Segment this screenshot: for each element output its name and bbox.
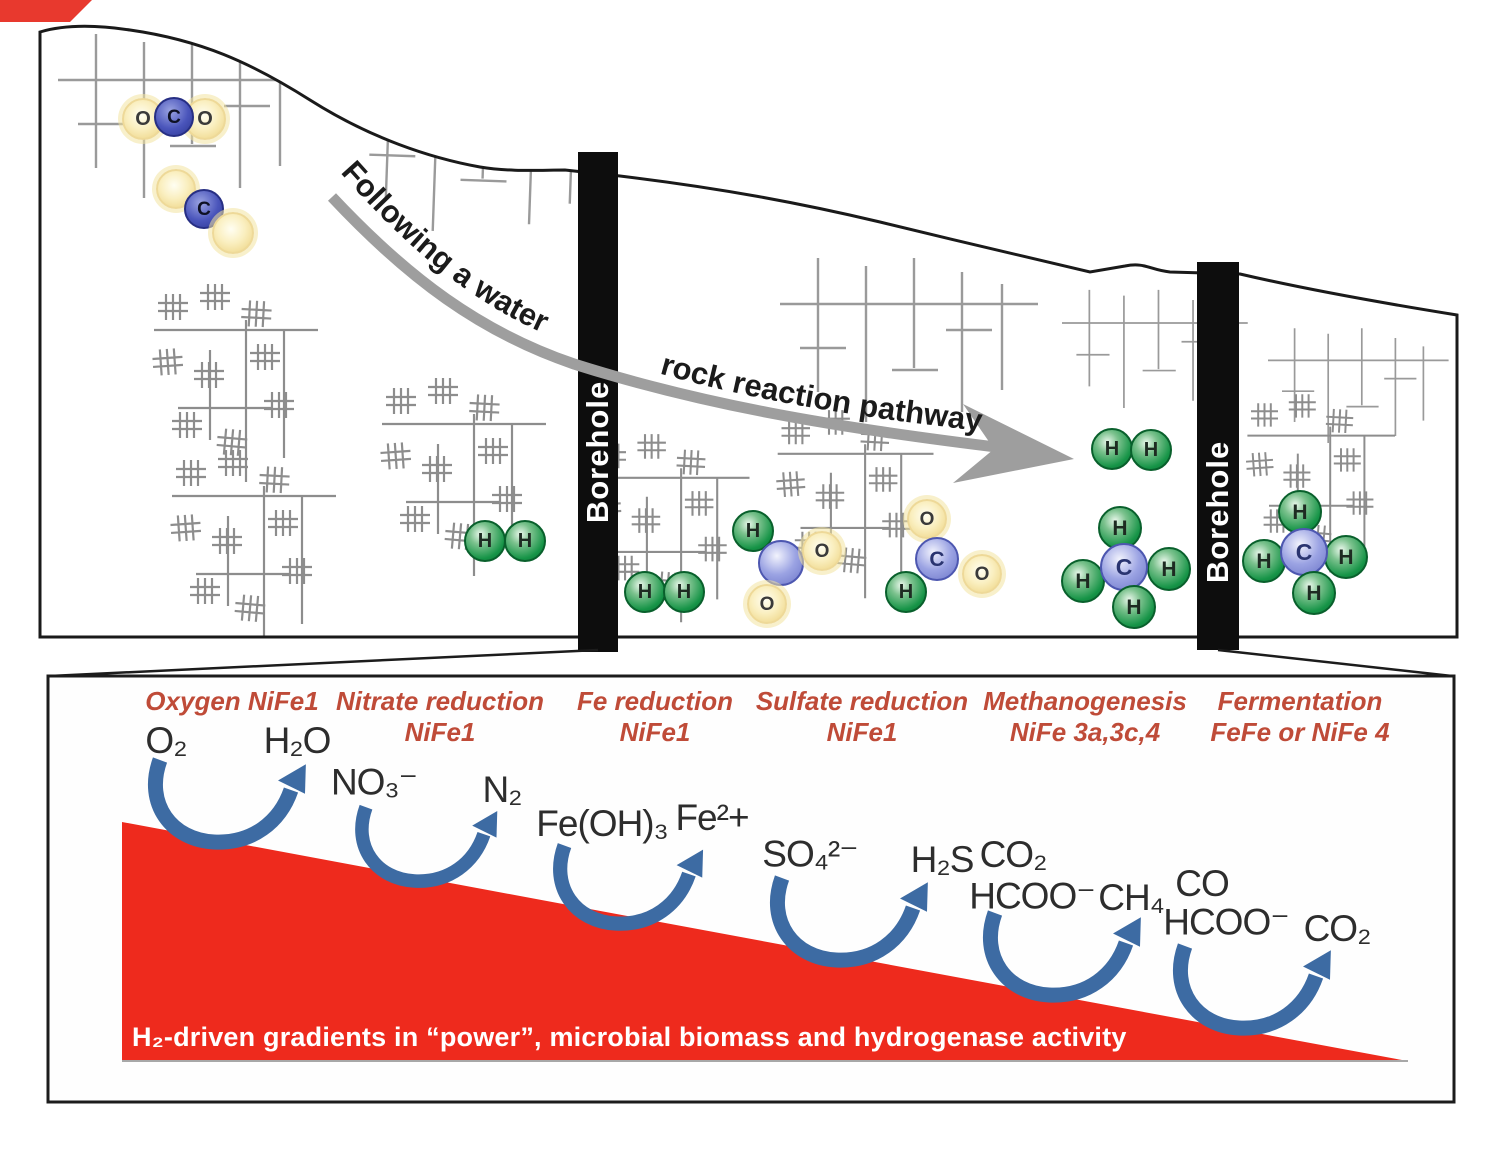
cross-section-panel-border <box>38 24 1459 639</box>
atom-carbon-dioxide-core <box>212 212 254 254</box>
borehole-label-right: Borehole <box>1200 441 1235 583</box>
cropped-red-banner-corner <box>0 0 92 22</box>
atom-formate-H: H <box>885 571 927 613</box>
chemical-species-label: CO₂ <box>1303 908 1372 949</box>
process-enzyme: NiFe1 <box>619 716 691 747</box>
zoom-connector-left <box>49 648 599 678</box>
process-title: Fermentation <box>1217 686 1383 716</box>
chemical-species-label: CH₄ <box>1098 877 1165 918</box>
chemical-species-label: CO₂ <box>979 834 1048 875</box>
atom-methane-H: H <box>1112 585 1156 629</box>
zoom-connector-right <box>1217 648 1453 678</box>
process-enzyme: NiFe1 <box>404 716 476 747</box>
atom-hydrogen-H: H <box>1091 428 1133 470</box>
chemical-species-label: N₂ <box>482 769 522 810</box>
atom-formate-H: H <box>732 510 774 552</box>
atom-hydrogen-H: H <box>624 571 666 613</box>
atom-methane-H: H <box>1292 571 1336 615</box>
chemical-species-label: HCOO⁻ <box>969 875 1096 917</box>
atom-methane-H: H <box>1147 547 1191 591</box>
atom-methane-H: H <box>1324 535 1368 579</box>
chemical-species-label: CO <box>1175 863 1229 904</box>
chemical-species-label: H₂O <box>263 720 332 761</box>
water-pathway-arrow-shaft <box>327 193 1005 454</box>
process-title: Nitrate reduction <box>335 686 545 716</box>
pathway-caption-part1: Following a water <box>335 154 554 339</box>
water-pathway-arrowhead-icon <box>953 404 1074 483</box>
atom-hydrogen-H: H <box>1130 429 1172 471</box>
process-title: Oxygen NiFe1 <box>145 686 319 716</box>
atom-carbon-dioxide-C: C <box>184 189 224 229</box>
borehole-bar-left <box>578 152 618 652</box>
chemical-species-label: Fe²+ <box>675 797 749 838</box>
atom-carbon-dioxide-C: C <box>154 97 194 137</box>
process-header-0: Oxygen NiFe1 <box>145 686 318 717</box>
atom-formate-core <box>758 540 804 586</box>
atom-formate-O: O <box>907 499 947 539</box>
process-title: Sulfate reduction <box>755 686 969 716</box>
atom-methane-H: H <box>1061 559 1105 603</box>
chemical-species-label: O₂ <box>145 720 187 761</box>
atom-methane-C: C <box>1100 543 1148 591</box>
process-enzyme: NiFe 3a,3c,4 <box>1009 716 1161 747</box>
process-title: Methanogenesis <box>983 686 1187 716</box>
chemical-species-label: H₂S <box>910 839 975 880</box>
atom-formate-O: O <box>747 584 787 624</box>
atom-formate-C: C <box>915 537 959 581</box>
atom-formate-O: O <box>962 554 1002 594</box>
rock-texture-layer <box>56 32 1450 648</box>
process-enzyme: NiFe1 <box>826 716 898 747</box>
process-title: Fe reduction <box>576 686 734 716</box>
atom-methane-C: C <box>1280 528 1328 576</box>
chemical-species-label: SO₄²⁻ <box>762 833 858 875</box>
atom-methane-H: H <box>1242 539 1286 583</box>
chemical-species-label: NO₃⁻ <box>330 761 418 803</box>
atom-hydrogen-H: H <box>504 520 546 562</box>
chemical-species-label: HCOO⁻ <box>1163 901 1290 943</box>
atom-formate-O: O <box>802 531 842 571</box>
chemical-species-label: Fe(OH)₃ <box>536 803 668 844</box>
process-enzyme: FeFe or NiFe 4 <box>1210 716 1390 747</box>
atom-hydrogen-H: H <box>663 571 705 613</box>
borehole-label-left: Borehole <box>580 381 615 523</box>
atom-hydrogen-H: H <box>464 520 506 562</box>
borehole-bar-right <box>1197 262 1239 650</box>
gradient-banner-text: H₂-driven gradients in “power”, microbia… <box>132 1022 1127 1052</box>
